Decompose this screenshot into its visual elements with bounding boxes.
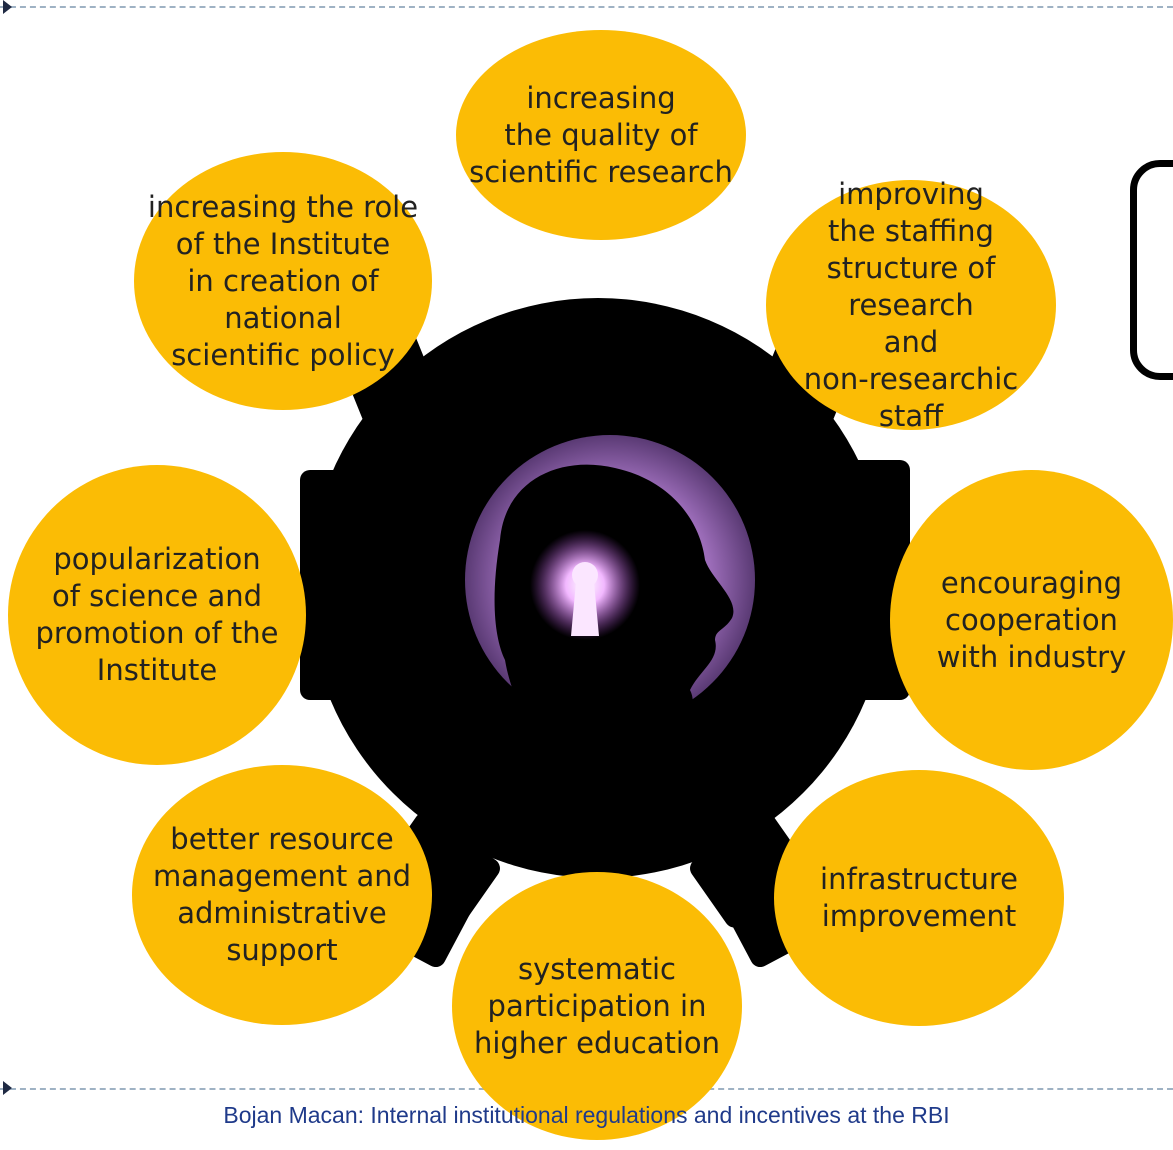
footer-caption: Bojan Macan: Internal institutional regu… bbox=[223, 1102, 950, 1128]
goal-label: increasing the quality of scientific res… bbox=[469, 80, 733, 189]
goal-circle-infrastructure: infrastructure improvement bbox=[774, 770, 1064, 1026]
goal-circle-resources: better resource management and administr… bbox=[132, 765, 432, 1025]
goal-circle-higher-education: systematic participation in higher educa… bbox=[452, 872, 742, 1140]
goal-label: increasing the role of the Institute in … bbox=[147, 189, 419, 372]
goal-circle-quality: increasing the quality of scientific res… bbox=[456, 30, 746, 240]
goal-circle-industry: encouraging cooperation with industry bbox=[890, 470, 1173, 770]
cropped-bracket-shape bbox=[1130, 160, 1173, 380]
top-divider bbox=[0, 6, 1173, 8]
goal-label: encouraging cooperation with industry bbox=[936, 565, 1127, 674]
head-keyhole-icon bbox=[465, 435, 755, 730]
goal-label: infrastructure improvement bbox=[820, 862, 1018, 933]
goal-label: better resource management and administr… bbox=[152, 822, 412, 967]
goal-circle-policy: increasing the role of the Institute in … bbox=[134, 152, 432, 410]
goal-circle-staffing: improving the staffing structure of rese… bbox=[766, 177, 1056, 433]
goal-circle-popularization: popularization of science and promotion … bbox=[8, 465, 306, 765]
goal-label: improving the staffing structure of rese… bbox=[803, 176, 1019, 433]
goal-label: popularization of science and promotion … bbox=[35, 542, 279, 687]
triangle-arrow-icon bbox=[3, 1081, 12, 1095]
goal-label: systematic participation in higher educa… bbox=[473, 951, 721, 1060]
triangle-arrow-icon bbox=[3, 0, 12, 14]
